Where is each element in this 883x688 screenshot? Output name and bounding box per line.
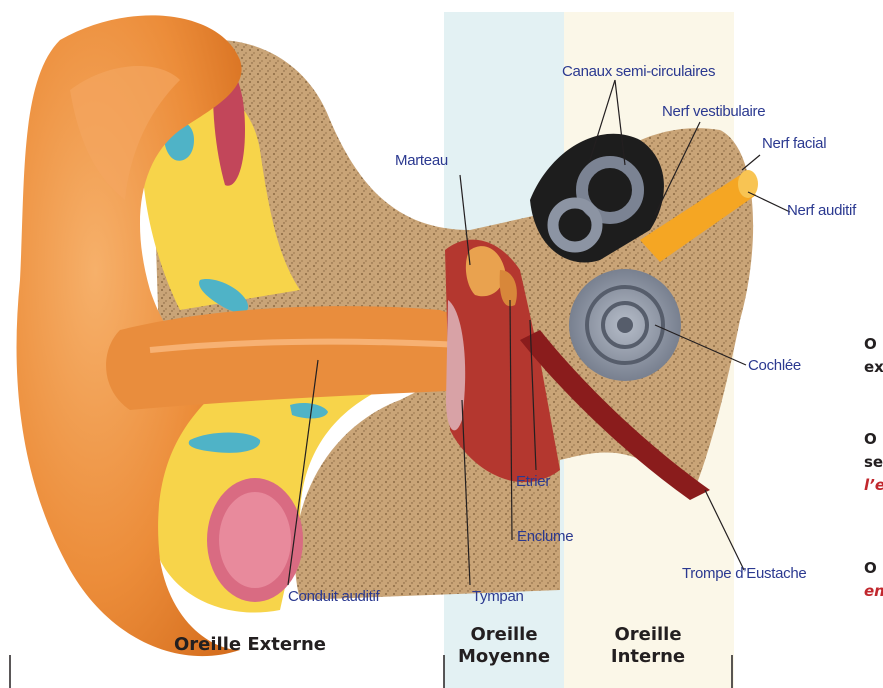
side-line-4: se: [864, 451, 883, 474]
label-marteau: Marteau: [395, 152, 448, 169]
side-line-6: O: [864, 557, 883, 580]
side-line-3: O: [864, 428, 883, 451]
label-nerf-vestibulaire: Nerf vestibulaire: [662, 103, 765, 120]
side-line-7: en: [864, 580, 883, 603]
title-moyenne-line2: Moyenne: [444, 646, 564, 668]
cochlea-center: [617, 317, 633, 333]
title-interne-line2: Interne: [588, 646, 708, 668]
title-oreille-interne: Oreille Interne: [588, 624, 708, 668]
label-tympan: Tympan: [472, 588, 524, 605]
gland-inner: [219, 492, 291, 588]
nerve-end: [738, 170, 758, 198]
side-text-2: O se l’e: [864, 428, 883, 497]
title-oreille-moyenne: Oreille Moyenne: [444, 624, 564, 668]
title-moyenne-line1: Oreille: [444, 624, 564, 646]
title-interne-line1: Oreille: [588, 624, 708, 646]
label-conduit: Conduit auditif: [288, 588, 379, 605]
side-line-5: l’e: [864, 474, 883, 497]
label-cochlee: Cochlée: [748, 357, 801, 374]
label-nerf-facial: Nerf facial: [762, 135, 826, 152]
label-etrier: Etrier: [516, 473, 550, 490]
label-enclume: Enclume: [517, 528, 573, 545]
label-trompe: Trompe d’Eustache: [682, 565, 806, 582]
side-line-2: ex: [864, 356, 883, 379]
side-text-1: O ex: [864, 333, 883, 379]
side-line-1: O: [864, 333, 883, 356]
label-canaux: Canaux semi-circulaires: [562, 63, 715, 80]
label-nerf-auditif: Nerf auditif: [787, 202, 856, 219]
side-text-3: O en: [864, 557, 883, 603]
title-oreille-externe: Oreille Externe: [140, 634, 360, 656]
